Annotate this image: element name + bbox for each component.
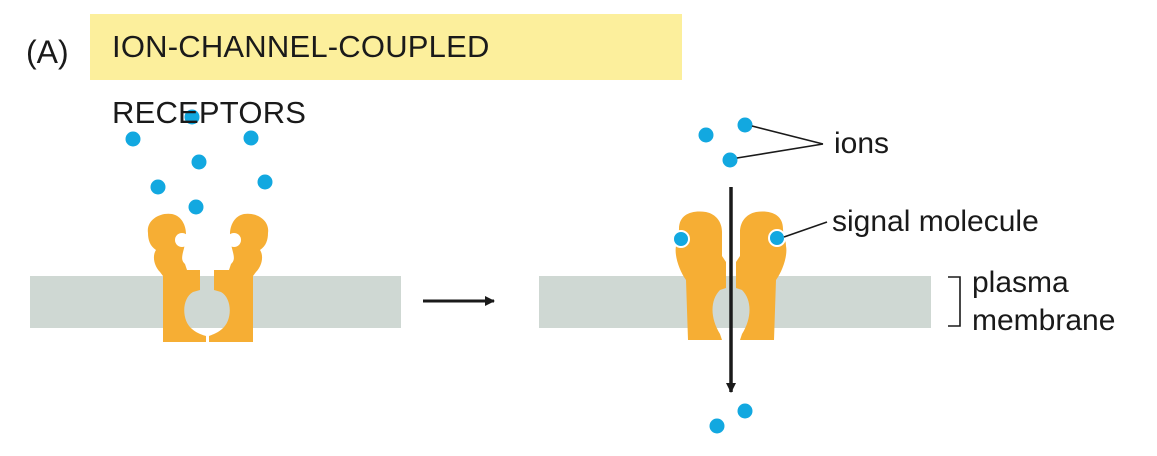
ion (191, 154, 207, 170)
diagram-title: ION-CHANNEL-COUPLED RECEPTORS (90, 14, 682, 130)
ions-outside-closed (125, 109, 273, 215)
ions-leader-line (736, 143, 824, 159)
membrane-label: membrane (972, 304, 1116, 337)
ion (722, 152, 738, 168)
plasma-label: plasma (972, 266, 1069, 299)
leader-lines (736, 125, 961, 327)
ion (737, 403, 753, 419)
membrane-right (539, 276, 931, 328)
ions-label: ions (834, 127, 890, 160)
ion (737, 117, 753, 133)
signal-molecule-leader-line (783, 221, 828, 238)
ion (243, 130, 259, 146)
panel-letter: (A) (26, 34, 69, 70)
ion (709, 418, 725, 434)
signal-molecule (672, 230, 690, 248)
receptor-closed-right-subunit (209, 213, 269, 342)
signal-molecule (768, 229, 786, 247)
ion (188, 199, 204, 215)
ion (257, 174, 273, 190)
ion (184, 109, 200, 125)
membrane-bracket (948, 276, 961, 327)
ions-leader-line (751, 125, 824, 145)
ions-outside-open (698, 117, 753, 168)
receptor-closed (147, 213, 269, 342)
ion (150, 179, 166, 195)
empty-binding-site-left (175, 233, 189, 247)
receptor-closed-left-subunit (147, 213, 206, 342)
ion (698, 127, 714, 143)
empty-binding-site-right (227, 233, 241, 247)
ion (125, 131, 141, 147)
ions-inside-open (709, 403, 753, 434)
bound-signal-molecules (672, 229, 786, 248)
signal-molecule-label: signal molecule (832, 205, 1039, 238)
